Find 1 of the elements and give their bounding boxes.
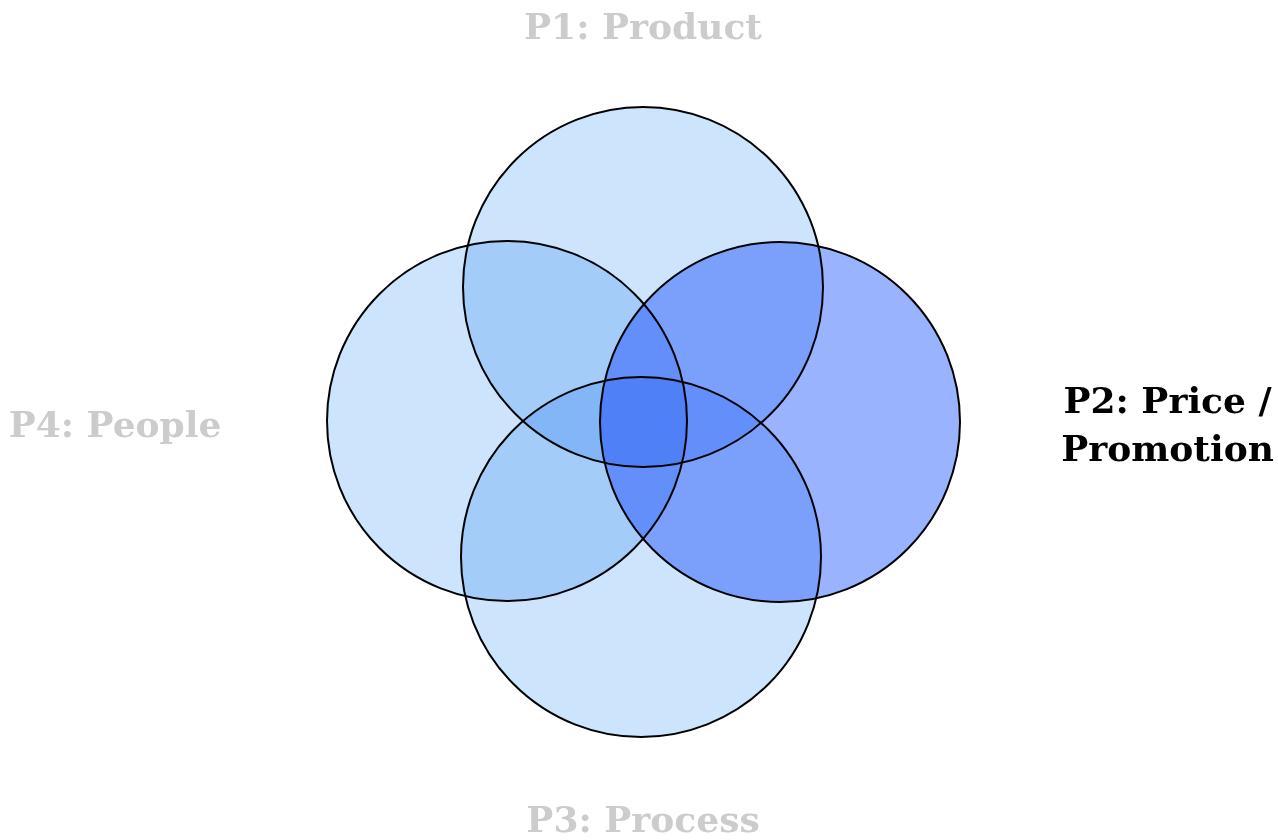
circle-label: P2: Price / Promotion [1060,378,1275,471]
